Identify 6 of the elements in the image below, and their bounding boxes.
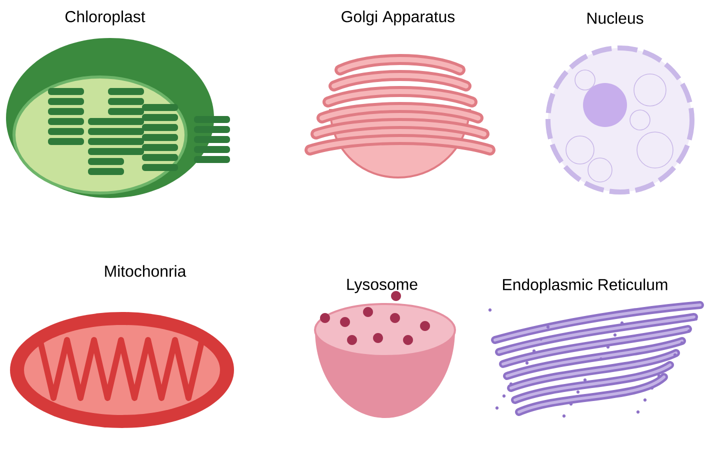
organelle-label: Endoplasmic Reticulum (503, 278, 668, 294)
organelle-label: Golgi Apparatus (342, 10, 455, 26)
organelle-label: Mitochonria (105, 265, 186, 277)
organelle-label: Nucleus (588, 12, 644, 24)
organelle-label: Chloroplast (66, 10, 146, 26)
organelle-label: Lysosome (347, 278, 418, 294)
